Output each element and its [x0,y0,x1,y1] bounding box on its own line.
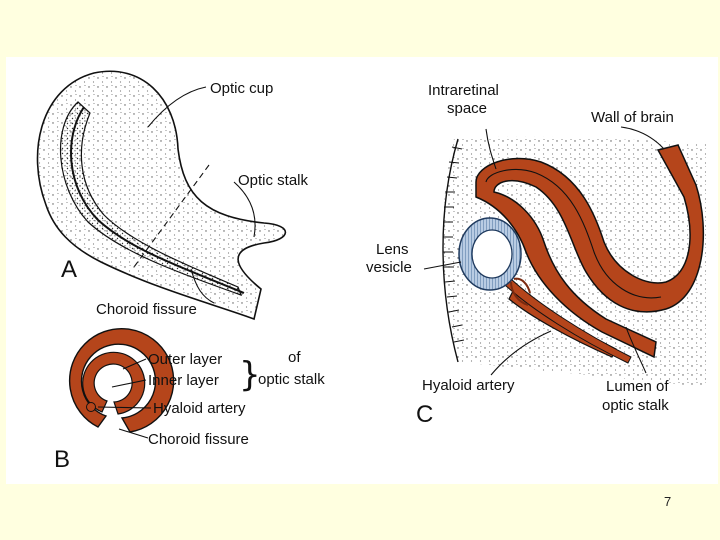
label-lens-line2: vesicle [366,259,412,276]
label-optic-stalk-a: Optic stalk [238,172,309,189]
brace-icon: } [239,355,261,395]
surface-ectoderm-line [442,138,459,363]
label-hyaloid-artery-c: Hyaloid artery [422,377,515,394]
hyaloid-artery-vessel [504,278,632,364]
slide-number: 7 [664,494,672,509]
section-plane-dashed-line [133,164,210,268]
hyaloid-artery-dot [86,402,96,412]
panel-letter-c: C [416,401,433,428]
lens-vesicle-leader [423,261,462,270]
label-lumen-line2: optic stalk [602,397,669,414]
optic-cup-wall-tissue [475,144,705,359]
label-choroid-fissure-b: Choroid fissure [148,431,249,448]
inner-layer-ring [82,351,146,415]
choroid-fissure-leader-b [118,428,149,439]
panel-a: Optic cup Optic stalk Choroid fissure A [36,70,309,321]
panel-b: Outer layer Inner layer } of optic stalk… [54,327,325,473]
label-of: of [288,349,301,366]
label-inner-layer: Inner layer [148,372,219,389]
label-optic-cup: Optic cup [210,80,273,97]
figure-optic-development: Optic cup Optic stalk Choroid fissure A … [6,57,718,484]
choroid-fissure-leader-a [190,268,215,304]
label-hyaloid-artery-b: Hyaloid artery [153,400,246,417]
intraretinal-space-line [485,169,662,299]
inner-layer-leader [111,379,147,388]
optic-stalk-leader [233,181,256,238]
label-choroid-fissure-a: Choroid fissure [96,301,197,318]
panel-c: Intraretinal space Wall of brain Lens ve… [366,82,706,428]
panel-letter-b: B [54,446,70,473]
diagram-svg: Optic cup Optic stalk Choroid fissure A … [36,70,706,473]
optic-cup-shape [36,70,287,321]
label-lumen-line1: Lumen of [606,378,669,395]
wall-of-brain-leader [620,126,665,150]
intraretinal-leader [485,128,497,170]
panel-letter-a: A [61,256,77,283]
label-lens-line1: Lens [376,241,409,258]
hyaloid-artery-leader-c [490,330,552,376]
outer-layer-ring [69,327,175,433]
surface-ectoderm-hatching [443,146,465,343]
label-wall-of-brain: Wall of brain [591,109,674,126]
label-outer-layer: Outer layer [148,351,222,368]
optic-cup-leader [147,86,207,128]
outer-layer-leader [122,358,147,370]
label-optic-stalk-b: optic stalk [258,371,325,388]
lumen-leader [625,326,647,374]
hyaloid-artery-leader-b [97,406,152,409]
optic-cup-fissure-dark [59,101,243,296]
hyaloid-artery-branches [510,277,531,306]
label-intraretinal-line1: Intraretinal [428,82,499,99]
label-intraretinal-line2: space [447,100,487,117]
lens-vesicle-lumen [471,229,513,279]
